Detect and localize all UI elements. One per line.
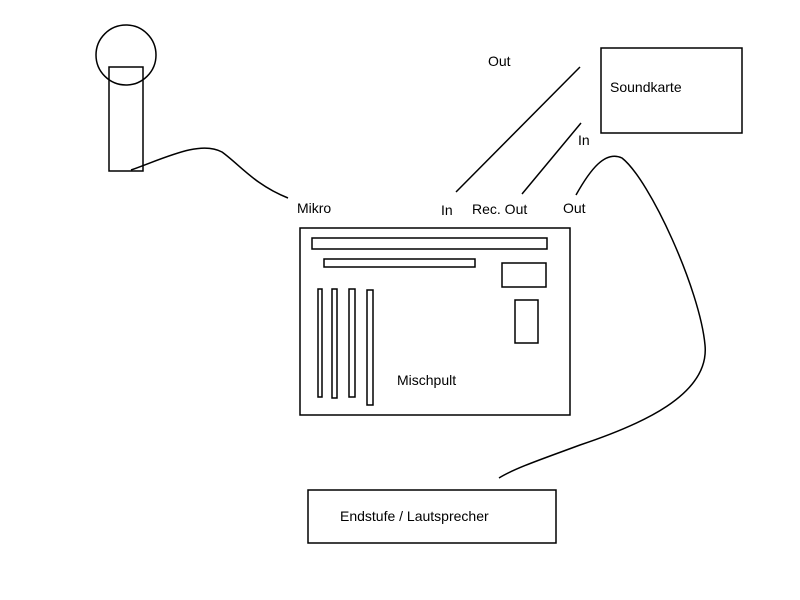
microphone-cable	[130, 147, 289, 199]
endstufe-label: Endstufe / Lautsprecher	[340, 508, 489, 524]
soundcard-out-to-mixer-in-wire	[455, 66, 581, 193]
microphone-head	[95, 24, 157, 86]
mixer-out-label: Out	[563, 200, 586, 216]
mixer-second-bar	[323, 258, 476, 268]
microphone	[95, 24, 157, 172]
mixer-fader-4	[366, 289, 374, 406]
mischpult-label: Mischpult	[397, 372, 456, 388]
mixer-display	[501, 262, 547, 288]
mixer-rec-out-label: Rec. Out	[472, 201, 527, 217]
microphone-body	[108, 66, 144, 172]
soundcard-box	[600, 47, 743, 134]
mixer	[299, 227, 571, 416]
mixer-in-label: In	[441, 202, 453, 218]
mixer-out-to-amplifier-cable	[498, 155, 706, 479]
soundcard-in-label: In	[578, 132, 590, 148]
mixer-fader-3	[348, 288, 356, 398]
mixer-fader-2	[331, 288, 338, 399]
soundkarte-label: Soundkarte	[610, 79, 682, 95]
mixer-fader-1	[317, 288, 323, 398]
amplifier-speaker-box	[307, 489, 557, 544]
soundcard-out-label: Out	[488, 53, 511, 69]
mikro-label: Mikro	[297, 200, 331, 216]
mixer-rec-out-to-soundcard-in-wire	[521, 122, 582, 195]
mixer-top-bar	[311, 237, 548, 250]
mixer-body	[299, 227, 571, 416]
mixer-knob-box	[514, 299, 539, 344]
